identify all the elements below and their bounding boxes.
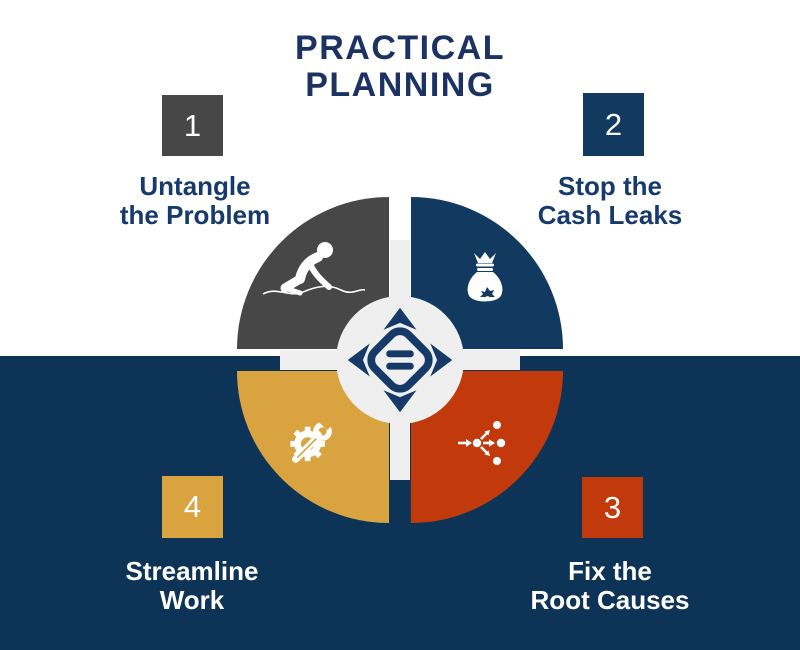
step-4-label: Streamline Work [82, 557, 302, 615]
step-3-label-line1: Fix the [568, 556, 652, 586]
gear-wrench-icon [290, 419, 334, 463]
step-4-label-line2: Work [159, 585, 225, 615]
step-1-number: 1 [183, 107, 202, 143]
step-2-label-line1: Stop the [558, 171, 662, 201]
four-way-arrows-equals-icon [347, 307, 453, 413]
step-2-number-box: 2 [583, 93, 644, 156]
step-1-label-line2: the Problem [119, 200, 271, 230]
step-4-number-box: 4 [162, 476, 223, 538]
step-3-number: 3 [603, 489, 622, 525]
branching-arrows-icon [458, 421, 506, 465]
step-4-label-line1: Streamline [125, 556, 259, 586]
step-3-number-box: 3 [582, 477, 643, 538]
step-1-label-line1: Untangle [139, 171, 251, 201]
leaking-money-bag-icon [467, 252, 503, 302]
step-2-number: 2 [604, 106, 623, 142]
untangle-person-icon [262, 242, 366, 296]
page-title: PRACTICAL PLANNING [0, 30, 800, 104]
step-2-label-line2: Cash Leaks [537, 200, 683, 230]
page-title-line2: PLANNING [305, 66, 495, 104]
step-1-number-box: 1 [162, 95, 223, 156]
step-4-number: 4 [183, 489, 202, 524]
step-1-label: Untangle the Problem [85, 172, 305, 230]
page-title-line1: PRACTICAL [295, 29, 505, 67]
step-2-label: Stop the Cash Leaks [500, 172, 720, 230]
step-3-label: Fix the Root Causes [500, 557, 720, 615]
step-3-label-line2: Root Causes [530, 585, 690, 615]
